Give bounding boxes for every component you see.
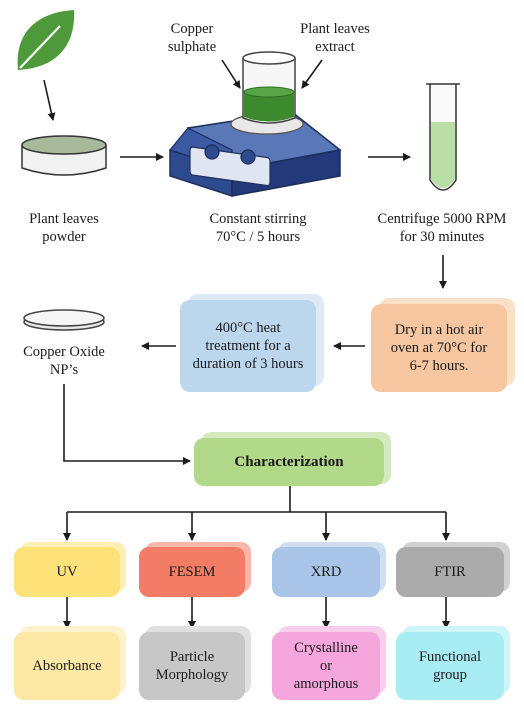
copper-sulphate-label: Copper sulphate — [167, 21, 217, 55]
ftir-method-box: FTIR — [396, 547, 504, 597]
arrow-oxide-to-characterization — [63, 384, 191, 465]
leaf-icon — [17, 10, 75, 70]
centrifuge-label: Centrifuge 5000 RPM for 30 minutes — [377, 211, 507, 245]
uv-result-box: Absorbance — [14, 632, 120, 700]
fesem-method-box: FESEM — [139, 547, 245, 597]
magnetic-stirrer-icon — [168, 51, 342, 198]
arrow-extract-to-beaker — [301, 59, 323, 89]
fesem-result-box: Particle Morphology — [139, 632, 245, 700]
copper-oxide-label: Copper Oxide NP’s — [23, 344, 105, 378]
xrd-method-box: XRD — [272, 547, 380, 597]
arrow-leaf-to-powder — [43, 79, 56, 121]
characterization-box: Characterization — [194, 438, 384, 486]
uv-method-box: UV — [14, 547, 120, 597]
characterization-tree-connector — [63, 484, 450, 541]
characterization-title: Characterization — [234, 454, 344, 470]
arrow-sulphate-to-beaker — [221, 59, 241, 89]
plant-leaves-extract-label: Plant leaves extract — [300, 21, 370, 55]
copper-oxide-dish-icon — [23, 309, 105, 331]
heat-treatment-box: 400°C heat treatment for a duration of 3… — [180, 300, 316, 392]
constant-stirring-label: Constant stirring 70°C / 5 hours — [209, 211, 307, 245]
ftir-result-box: Functional group — [396, 632, 504, 700]
powder-dish-icon — [21, 135, 107, 176]
plant-leaves-powder-label: Plant leaves powder — [29, 211, 99, 245]
xrd-result-box: Crystalline or amorphous — [272, 632, 380, 700]
dry-step-box: Dry in a hot air oven at 70°C for 6-7 ho… — [371, 304, 507, 392]
test-tube-icon — [426, 83, 460, 191]
